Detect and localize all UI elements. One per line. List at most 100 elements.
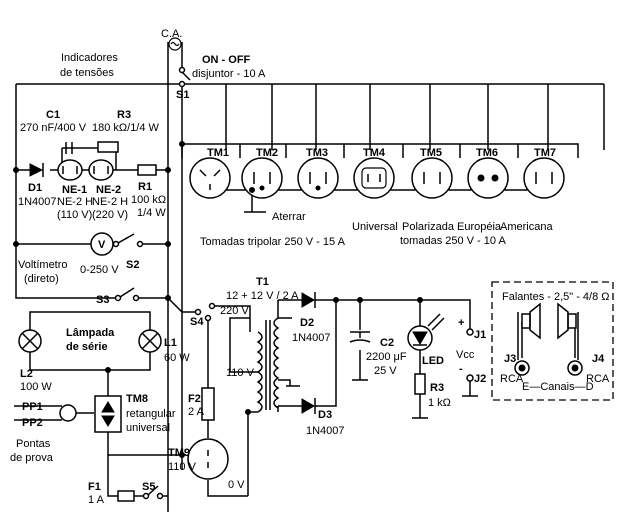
d2-value: 1N4007 [292, 332, 331, 344]
c1-capacitor [65, 142, 73, 154]
c2-value1: 2200 μF [366, 351, 407, 363]
onoff-label: ON - OFF [202, 54, 251, 66]
voltimetro-range: 0-250 V [80, 264, 119, 276]
tm4-label: TM4 [363, 147, 386, 159]
l1-label: L1 [164, 337, 177, 349]
outlet-tm5 [411, 157, 453, 199]
tomadas-250-label: tomadas 250 V - 10 A [400, 235, 506, 247]
voltmeter-v: V [98, 239, 106, 251]
f1-fuse [117, 490, 135, 502]
l2-label: L2 [20, 368, 33, 380]
d3-diode [301, 398, 322, 414]
ne2-volt: (220 V) [92, 209, 128, 221]
rca-left-label: RCA [500, 373, 524, 385]
transformer-t1 [256, 317, 280, 413]
d1-diode [29, 163, 44, 177]
speakers-box [491, 281, 614, 401]
s5-label: S5 [142, 481, 155, 493]
s1-switch[interactable] [178, 66, 191, 88]
r3-top-resistor [97, 141, 119, 153]
l2-value: 100 W [20, 381, 52, 393]
l1-value: 60 W [164, 352, 190, 364]
outlet-tm1 [189, 157, 231, 199]
s5-switch[interactable] [142, 485, 164, 500]
d3-value: 1N4007 [306, 425, 345, 437]
falantes-label: Falantes - 2,5" - 4/8 Ω [502, 291, 610, 303]
r3-value: 1 kΩ [428, 397, 451, 409]
rca-right-label: RCA [586, 373, 610, 385]
tm8-desc2: universal [126, 422, 170, 434]
r3-top-label: R3 [117, 109, 131, 121]
lampada-label: Lâmpada [66, 327, 115, 339]
c2-value2: 25 V [374, 365, 397, 377]
test-probe-plug [58, 404, 77, 422]
pp2-label: PP2 [22, 417, 43, 429]
d1-value: 1N4007 [18, 196, 57, 208]
j3-label: J3 [504, 353, 516, 365]
r3-resistor [414, 373, 426, 395]
tm1-label: TM1 [207, 147, 229, 159]
tm9-label: TM9 [168, 447, 190, 459]
d1-label: D1 [28, 182, 42, 194]
prova-label: de prova [10, 452, 54, 464]
r3-label: R3 [430, 382, 444, 394]
tm5-label: TM5 [420, 147, 442, 159]
pontas-label: Pontas [16, 438, 51, 450]
c2-label: C2 [380, 337, 394, 349]
d2-diode [301, 292, 322, 308]
f2-label: F2 [188, 393, 201, 405]
r1-value1: 100 kΩ [131, 194, 166, 206]
j2-jack [466, 374, 474, 382]
universal-label: Universal [352, 221, 398, 233]
lamp-l1 [138, 329, 162, 353]
j1-label: J1 [474, 329, 486, 341]
disjuntor-label: disjuntor - 10 A [192, 68, 266, 80]
s2-switch[interactable] [112, 233, 144, 248]
tm8-label: TM8 [126, 393, 148, 405]
j4-label: J4 [592, 353, 605, 365]
ne1-volt: (110 V) [57, 209, 92, 221]
led [407, 313, 445, 351]
main-wiring [14, 42, 605, 512]
europeia-label: Européia [457, 221, 502, 233]
s4-label: S4 [190, 316, 204, 328]
c2-capacitor [349, 331, 371, 343]
tm7-label: TM7 [534, 147, 556, 159]
s4-switch[interactable] [194, 302, 216, 322]
t1-label: T1 [256, 276, 269, 288]
v0-label: 0 V [228, 479, 245, 491]
s3-switch[interactable] [114, 287, 140, 302]
junction-dots [13, 141, 423, 458]
j1-jack [466, 328, 474, 336]
outlet-tm7 [523, 157, 565, 199]
led-label: LED [422, 355, 444, 367]
ac-input-symbol [168, 37, 182, 51]
c1-label: C1 [46, 109, 60, 121]
s3-label: S3 [96, 294, 109, 306]
tm2-label: TM2 [256, 147, 278, 159]
ne1-neon-lamp [57, 159, 83, 181]
tm6-label: TM6 [476, 147, 498, 159]
voltimetro-direto: (direto) [24, 273, 59, 285]
v220-label: 220 V [220, 305, 249, 317]
f2-fuse [201, 387, 215, 421]
outlet-tm2 [241, 157, 283, 199]
americana-label: Americana [500, 221, 553, 233]
ne1-type: NE-2 H [57, 196, 93, 208]
pp1-label: PP1 [22, 401, 43, 413]
outlet-tm9 [187, 438, 229, 480]
tomadas-tripolar-label: Tomadas tripolar 250 V - 15 A [200, 236, 346, 248]
voltimetro-label: Voltímetro [18, 259, 68, 271]
s1-label: S1 [176, 89, 189, 101]
outlet-tm4 [353, 157, 395, 199]
tensoes-label: de tensões [60, 67, 114, 79]
j2-label: J2 [474, 373, 486, 385]
outlet-tm8 [94, 395, 122, 433]
tm3-label: TM3 [306, 147, 328, 159]
r1-label: R1 [138, 181, 152, 193]
outlet-tm6 [467, 157, 509, 199]
lamp-l2 [18, 329, 42, 353]
r1-resistor [137, 164, 157, 176]
c1-value: 270 nF/400 V [20, 122, 87, 134]
